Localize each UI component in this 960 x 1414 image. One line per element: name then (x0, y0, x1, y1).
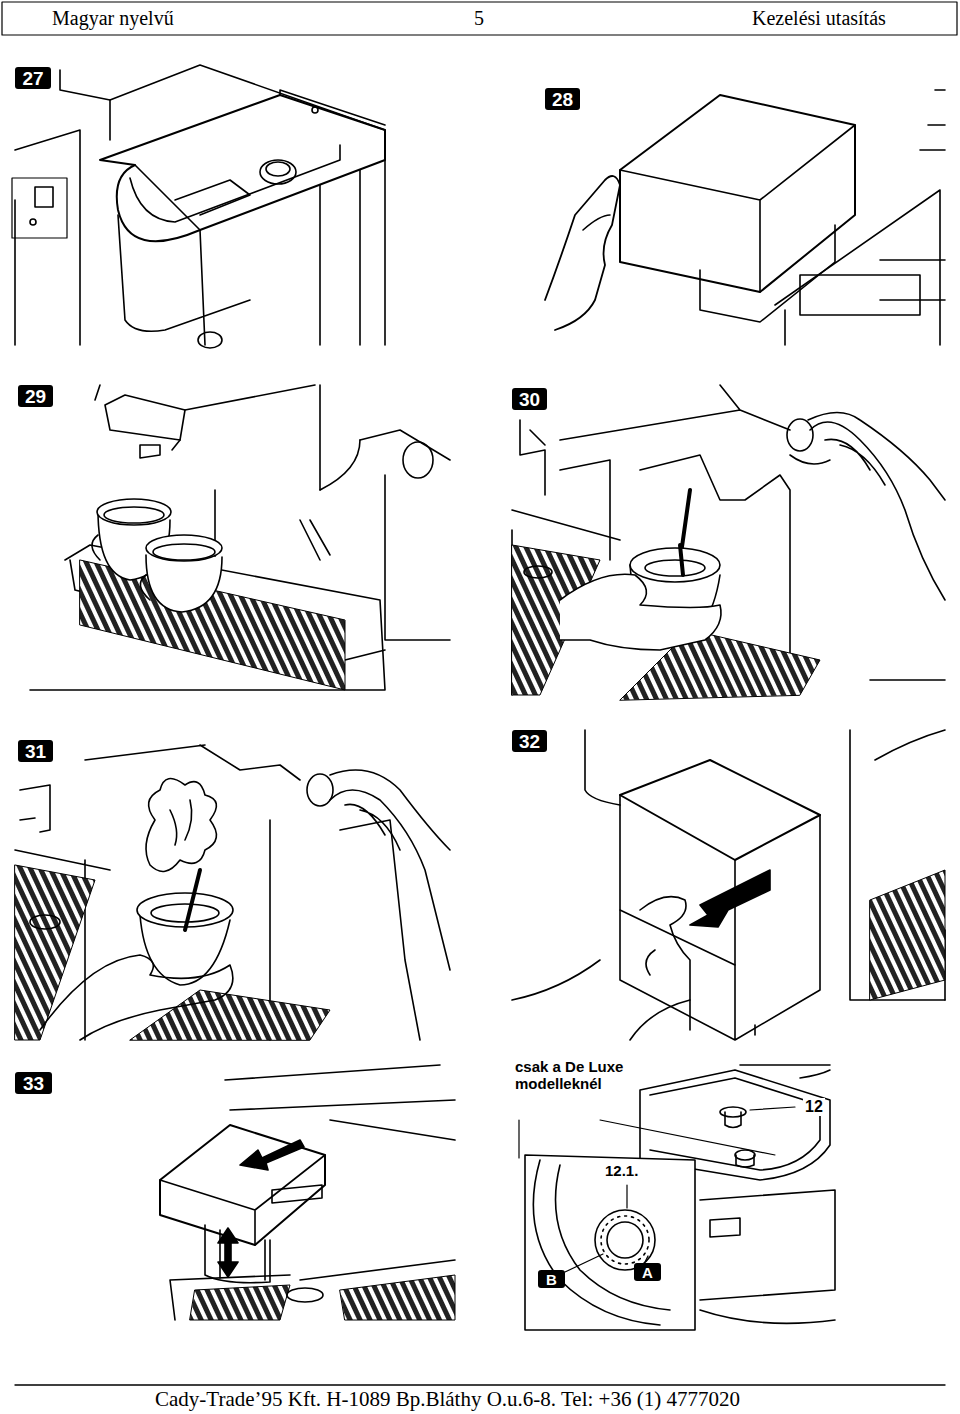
header-frame (2, 2, 957, 35)
panel-number-badge: 33 (15, 1072, 52, 1094)
panel-number-badge: A (634, 1263, 661, 1281)
panel-number: 30 (519, 390, 540, 409)
panel-29-cups (30, 385, 450, 690)
panel-number: B (546, 1272, 557, 1287)
callout-label: 12.1. (603, 1162, 640, 1179)
panel-number: A (642, 1265, 653, 1280)
panel-deluxe-detail (519, 1065, 835, 1330)
panel-number-badge: 29 (18, 385, 53, 407)
panel-number-badge: 30 (512, 388, 547, 410)
panel-27-water-tank (12, 65, 385, 348)
footer-rule (15, 1384, 945, 1385)
panel-33-brew-unit (160, 1065, 455, 1320)
panel-number: 33 (23, 1074, 44, 1093)
panel-number: 27 (22, 69, 43, 88)
panel-number-badge: 27 (15, 67, 51, 89)
panel-number: 32 (519, 732, 540, 751)
panel-number: 31 (25, 742, 46, 761)
panel-number: 28 (552, 90, 573, 109)
page-header: Magyar nyelvű (52, 7, 174, 30)
panel-number-badge: 32 (512, 730, 547, 752)
panel-30-steam-wand (512, 385, 945, 700)
panel-number-badge: 28 (545, 88, 580, 110)
page-header: Kezelési utasítás (752, 7, 886, 30)
panel-number-badge: 31 (18, 740, 53, 762)
panel-31-steam-cloud (15, 745, 450, 1040)
page-header: 5 (474, 7, 484, 30)
callout-label: csak a De Luxe modelleknél (513, 1058, 637, 1093)
panel-28-container (545, 90, 945, 345)
panel-32-drawer (512, 730, 945, 1040)
callout-label: 12 (803, 1098, 825, 1116)
panel-number-badge: B (538, 1270, 565, 1288)
page-footer: Cady-Trade’95 Kft. H-1089 Bp.Bláthy O.u.… (155, 1387, 740, 1412)
panel-number: 29 (25, 387, 46, 406)
